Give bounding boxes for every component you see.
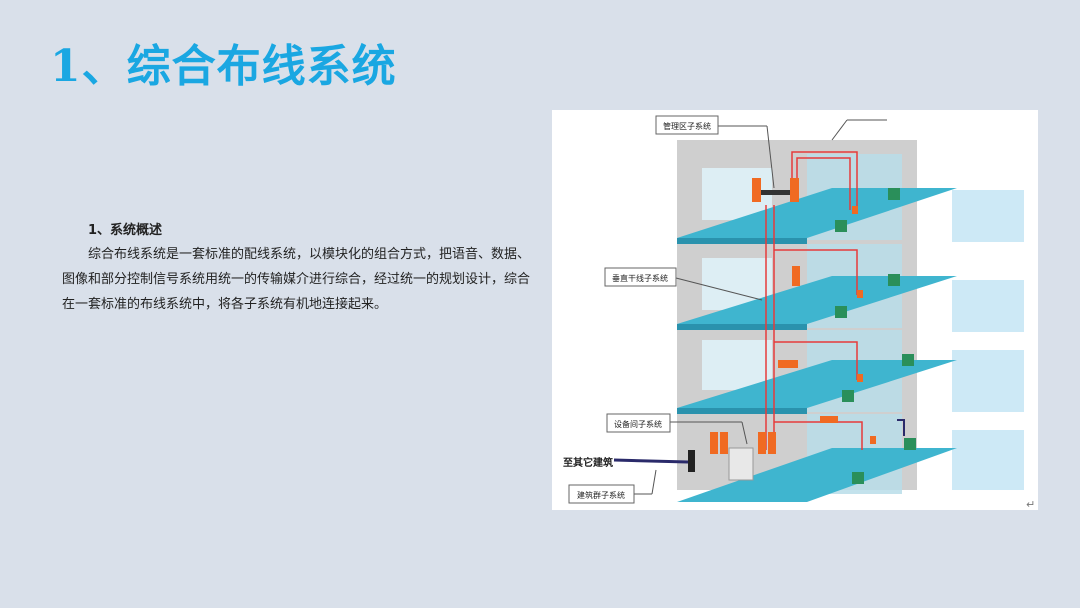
glass-panel bbox=[952, 190, 1024, 242]
equipment-room-label-box bbox=[606, 413, 671, 433]
patch-panel bbox=[761, 190, 790, 195]
wall-jack bbox=[870, 436, 876, 444]
building-group-label: 建筑群子系统 bbox=[577, 490, 625, 500]
floor-edge bbox=[677, 324, 807, 330]
label-pointer bbox=[766, 125, 775, 189]
label-pointer bbox=[651, 469, 657, 495]
network-outlet bbox=[888, 274, 900, 286]
wall-jack bbox=[857, 290, 863, 298]
equipment-room-label: 设备间子系统 bbox=[614, 419, 662, 429]
entrance-panel bbox=[688, 450, 695, 472]
overview-section: 1、系统概述 综合布线系统是一套标准的配线系统，以模块化的组合方式，把语音、数据… bbox=[62, 220, 532, 317]
floor-slab bbox=[677, 188, 957, 238]
network-outlet bbox=[852, 472, 864, 484]
server-rack bbox=[728, 447, 754, 481]
equipment-frame bbox=[710, 432, 718, 454]
horizontal-cable bbox=[774, 421, 863, 450]
equipment-frame bbox=[768, 432, 776, 454]
distribution-frame bbox=[752, 178, 761, 202]
overview-body: 综合布线系统是一套标准的配线系统，以模块化的组合方式，把语音、数据、图像和部分控… bbox=[62, 247, 531, 312]
floor-slab bbox=[677, 276, 957, 324]
other-buildings-label: 至其它建筑 bbox=[563, 456, 613, 469]
floor-edge bbox=[677, 408, 807, 414]
equipment-frame bbox=[758, 432, 766, 454]
label-pointer bbox=[831, 119, 848, 141]
building-group-label-box bbox=[568, 484, 635, 504]
horizontal-cable bbox=[774, 341, 858, 380]
glass-panel bbox=[952, 430, 1024, 490]
network-outlet bbox=[902, 354, 914, 366]
window bbox=[702, 340, 772, 390]
glass-panel bbox=[952, 280, 1024, 332]
backbone-label-box bbox=[604, 267, 677, 287]
floor-slab bbox=[677, 360, 957, 408]
floor-edge bbox=[677, 238, 807, 244]
label-pointer bbox=[741, 421, 748, 445]
distribution-frame bbox=[790, 178, 799, 202]
management-label: 管理区子系统 bbox=[663, 121, 711, 131]
floor-distributor bbox=[778, 360, 798, 368]
network-outlet bbox=[888, 188, 900, 200]
campus-cable bbox=[897, 419, 905, 436]
slide-title: 1、综合布线系统 bbox=[50, 41, 397, 92]
horizontal-cable bbox=[791, 151, 858, 210]
wall-jack bbox=[857, 374, 863, 382]
paragraph-return-mark: ↵ bbox=[1026, 498, 1035, 510]
network-outlet bbox=[842, 390, 854, 402]
building-illustration: 管理区子系统 垂直干线子系统 设备间子系统 至其它建筑 建筑群子系统 ↵ bbox=[563, 115, 1035, 510]
overview-heading: 1、系统概述 bbox=[88, 223, 163, 238]
wall-jack bbox=[852, 206, 858, 214]
network-outlet bbox=[904, 438, 916, 450]
campus-cable bbox=[613, 458, 689, 464]
floor-distributor bbox=[820, 416, 838, 423]
label-pointer bbox=[675, 277, 763, 301]
horizontal-cable bbox=[774, 249, 858, 295]
network-outlet bbox=[835, 306, 847, 318]
cabling-system-diagram: 管理区子系统 垂直干线子系统 设备间子系统 至其它建筑 建筑群子系统 ↵ bbox=[552, 110, 1038, 510]
floor-distributor bbox=[792, 266, 800, 286]
equipment-frame bbox=[720, 432, 728, 454]
glass-panel bbox=[952, 350, 1024, 412]
management-label-box bbox=[655, 115, 719, 135]
horizontal-cable bbox=[796, 157, 851, 210]
backbone-label: 垂直干线子系统 bbox=[612, 273, 668, 283]
network-outlet bbox=[835, 220, 847, 232]
floor-slab bbox=[677, 448, 957, 502]
